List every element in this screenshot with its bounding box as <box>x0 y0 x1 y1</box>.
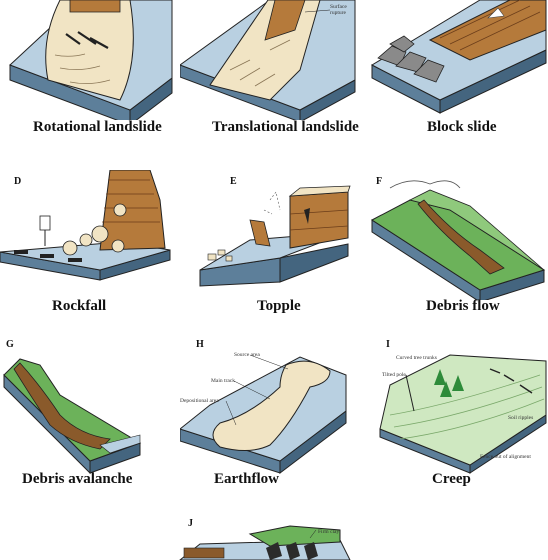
panel-block-slide: Block slide <box>370 0 548 140</box>
label-source-area: Source area <box>234 352 260 358</box>
letter-d: D <box>14 176 22 187</box>
caption-rockfall: Rockfall <box>52 298 107 314</box>
debris-flow-illustration <box>371 180 546 300</box>
label-curved-tree-trunks: Curved tree trunks <box>396 355 437 361</box>
panel-creep: I Curved tree trunks Tilted pole Soil ri… <box>370 335 548 495</box>
letter-g: G <box>6 339 14 350</box>
letter-j: J <box>188 518 193 529</box>
debris-avalanche-illustration <box>3 358 142 475</box>
label-fence-out-of-alignment: Fence out of alignment <box>480 454 531 460</box>
panel-translational-landslide: Surface rupture Translational landslide <box>180 0 370 140</box>
topple-illustration <box>199 185 351 287</box>
rockfall-illustration <box>0 170 171 281</box>
caption-block-slide: Block slide <box>427 119 497 135</box>
letter-h: H <box>196 339 204 350</box>
caption-rotational-landslide: Rotational landslide <box>33 119 162 135</box>
panel-j: J Firm clay <box>170 512 370 560</box>
caption-creep: Creep <box>432 471 471 487</box>
label-depositional-area: Depositional area <box>180 398 219 404</box>
block-slide-illustration <box>370 0 547 114</box>
panel-debris-flow: F Debris flow <box>370 170 548 320</box>
caption-earthflow: Earthflow <box>214 471 279 487</box>
creep-illustration <box>379 354 547 474</box>
panel-topple: E Topple <box>180 170 370 320</box>
panel-rockfall: D Rockfall <box>0 170 180 320</box>
panel-earthflow: H Source area Main track Depositional ar… <box>180 335 370 495</box>
letter-f: F <box>376 176 383 187</box>
letter-i: I <box>386 339 390 350</box>
caption-debris-flow: Debris flow <box>426 298 500 314</box>
earthflow-illustration <box>180 354 347 475</box>
translational-landslide-illustration <box>180 0 356 120</box>
caption-topple: Topple <box>257 298 301 314</box>
letter-e: E <box>230 176 237 187</box>
panel-debris-avalanche: G Debris avalanche <box>0 335 180 495</box>
caption-debris-avalanche: Debris avalanche <box>22 471 133 487</box>
label-surface-rupture: Surface rupture <box>330 4 347 16</box>
label-main-track: Main track <box>211 378 235 384</box>
label-firm-clay: Firm clay <box>318 529 340 535</box>
label-tilted-pole: Tilted pole <box>382 372 406 378</box>
caption-translational-landslide: Translational landslide <box>212 119 359 135</box>
label-soil-ripples: Soil ripples <box>508 415 534 421</box>
panel-rotational-landslide: Rotational landslide <box>0 0 180 140</box>
rotational-landslide-illustration <box>9 0 173 120</box>
panel-j-illustration <box>179 525 351 560</box>
